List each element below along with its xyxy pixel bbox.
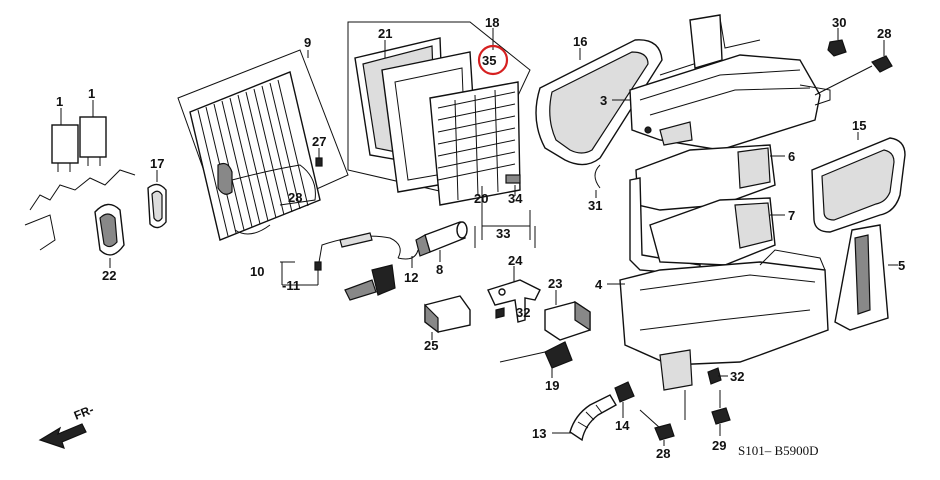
callout-28c: 28 <box>656 446 670 461</box>
connector-23 <box>544 290 591 341</box>
panel-5 <box>834 224 898 331</box>
connector-25 <box>424 295 471 340</box>
evaporator-9 <box>177 49 349 241</box>
callout-17: 17 <box>150 156 164 171</box>
part-14 <box>614 381 635 418</box>
grommet-17 <box>147 170 167 229</box>
callout-11: -11 <box>282 278 300 293</box>
callout-23: 23 <box>548 276 562 291</box>
front-label: FR- <box>72 402 96 422</box>
callout-16: 16 <box>573 34 587 49</box>
callout-21: 21 <box>378 26 392 41</box>
clip-27 <box>315 148 323 167</box>
callout-31: 31 <box>588 198 602 213</box>
callout-labels: 1 1 3 4 5 6 7 8 9 10 -11 12 13 14 15 16 … <box>56 15 905 461</box>
callout-27: 27 <box>312 134 326 149</box>
callout-35: 35 <box>482 53 496 68</box>
callout-29: 29 <box>712 438 726 453</box>
hose-13 <box>552 394 617 442</box>
callout-19: 19 <box>545 378 559 393</box>
callout-3: 3 <box>600 93 607 108</box>
callout-10: 10 <box>250 264 264 279</box>
clip-31 <box>594 164 601 198</box>
callout-1b: 1 <box>88 86 95 101</box>
expansion-valve <box>344 249 419 301</box>
callout-6: 6 <box>788 149 795 164</box>
callout-18: 18 <box>485 15 499 30</box>
callout-12: 12 <box>404 270 418 285</box>
callout-28a: 28 <box>288 190 302 205</box>
upper-case-3 <box>612 14 831 151</box>
callout-9: 9 <box>304 35 311 50</box>
filter-assembly <box>347 21 536 248</box>
seal-15 <box>811 132 906 233</box>
highlight-circle <box>477 44 509 76</box>
door-7 <box>649 197 785 266</box>
callout-32b: 32 <box>730 369 744 384</box>
callout-30: 30 <box>832 15 846 30</box>
seal-16 <box>535 39 663 166</box>
screw-29 <box>711 390 731 436</box>
thermistor-8 <box>415 221 468 262</box>
callout-25: 25 <box>424 338 438 353</box>
callout-8: 8 <box>436 262 443 277</box>
callout-13: 13 <box>532 426 546 441</box>
bracket-24 <box>487 266 541 323</box>
front-direction-arrow <box>38 423 87 449</box>
diagram-code: S101– B5900D <box>738 443 819 458</box>
callout-24: 24 <box>508 253 523 268</box>
callout-22: 22 <box>102 268 116 283</box>
lower-case-4 <box>607 249 829 391</box>
callout-5: 5 <box>898 258 905 273</box>
callout-14: 14 <box>615 418 630 433</box>
sensor-19 <box>499 341 573 378</box>
callout-32a: 32 <box>516 305 530 320</box>
callout-4: 4 <box>595 277 603 292</box>
sensor-10-11 <box>280 232 401 286</box>
callout-28b: 28 <box>877 26 891 41</box>
screw-28-top <box>814 40 893 96</box>
grommet-22 <box>94 203 125 268</box>
callout-1a: 1 <box>56 94 63 109</box>
screw-32-bottom <box>707 367 728 385</box>
callout-34: 34 <box>508 191 523 206</box>
callout-20: 20 <box>474 191 488 206</box>
callout-7: 7 <box>788 208 795 223</box>
screw-28-bottom <box>639 409 675 446</box>
callout-33: 33 <box>496 226 510 241</box>
relay-group <box>24 100 136 251</box>
callout-15: 15 <box>852 118 866 133</box>
nut-30 <box>827 28 847 57</box>
